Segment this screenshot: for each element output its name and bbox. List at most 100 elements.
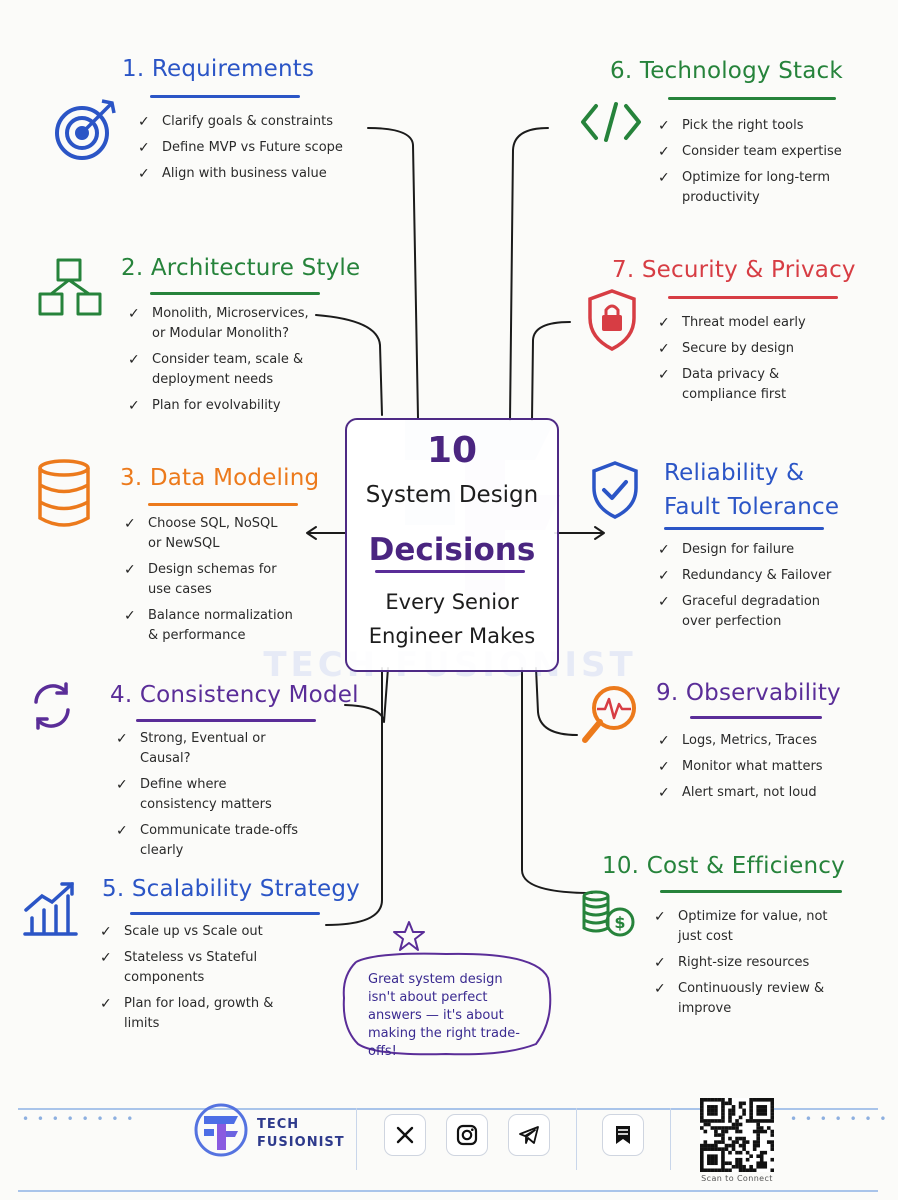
telegram-button[interactable]	[508, 1114, 550, 1156]
check-icon: ✓	[128, 398, 140, 414]
qr-module	[756, 1143, 760, 1148]
qr-module	[700, 1115, 704, 1120]
qr-module	[707, 1105, 711, 1109]
item-list: ✓Logs, Metrics, Traces ✓Monitor what mat…	[658, 731, 848, 809]
section-title-line1: Reliability &	[664, 460, 805, 486]
qr-module	[717, 1098, 722, 1102]
qr-module	[707, 1122, 711, 1127]
list-item: ✓Alert smart, not loud	[658, 785, 817, 801]
qr-module	[756, 1122, 760, 1127]
qr-module	[738, 1161, 743, 1166]
x-icon	[396, 1126, 414, 1144]
qr-module	[707, 1161, 711, 1166]
qr-module	[731, 1105, 736, 1109]
list-item: ✓Consider team, scale & deployment needs	[128, 352, 304, 387]
svg-text:$: $	[614, 913, 625, 932]
magnifier-pulse-icon	[582, 686, 636, 743]
qr-module	[735, 1150, 739, 1155]
section-title: 2. Architecture Style	[121, 255, 361, 281]
qr-module	[714, 1168, 718, 1172]
center-subtitle-line2: Engineer Makes	[368, 624, 536, 648]
qr-module	[759, 1112, 764, 1116]
qr-module	[749, 1164, 753, 1169]
qr-module	[707, 1157, 711, 1162]
qr-module	[703, 1168, 708, 1172]
cubes-icon	[38, 258, 102, 316]
qr-module	[721, 1140, 725, 1144]
qr-module	[759, 1108, 764, 1113]
check-icon: ✓	[658, 170, 670, 186]
qr-module	[728, 1115, 732, 1120]
qr-module	[714, 1098, 718, 1102]
qr-module	[731, 1164, 736, 1169]
qr-module	[742, 1147, 746, 1151]
qr-module	[770, 1168, 774, 1172]
qr-module	[770, 1143, 774, 1148]
check-icon: ✓	[658, 759, 670, 775]
section-title: 9. Observability	[656, 680, 841, 706]
section-title: 6. Technology Stack	[610, 58, 843, 84]
check-icon: ✓	[128, 306, 140, 322]
qr-module	[742, 1101, 746, 1106]
check-icon: ✓	[138, 166, 150, 182]
qr-module	[766, 1126, 771, 1130]
qr-module	[700, 1143, 704, 1148]
qr-module	[735, 1119, 739, 1123]
tech-fusionist-logo	[194, 1103, 248, 1157]
telegram-icon	[519, 1126, 539, 1144]
qr-module	[763, 1150, 768, 1155]
qr-module	[728, 1136, 732, 1141]
list-item: ✓Optimize for value, not just cost	[654, 909, 828, 944]
qr-module	[763, 1119, 768, 1123]
qr-module	[738, 1115, 743, 1120]
qr-module	[731, 1126, 736, 1130]
qr-module	[707, 1108, 711, 1113]
instagram-button[interactable]	[446, 1114, 488, 1156]
qr-module	[738, 1105, 743, 1109]
qr-code[interactable]	[700, 1098, 774, 1172]
qr-module	[710, 1108, 715, 1113]
list-item: ✓Communicate trade-offs clearly	[116, 823, 299, 858]
check-icon: ✓	[138, 140, 150, 156]
check-icon: ✓	[100, 924, 112, 940]
qr-module	[721, 1115, 725, 1120]
qr-module	[721, 1112, 725, 1116]
list-item: ✓Choose SQL, NoSQL or NewSQL	[124, 516, 278, 551]
qr-module	[700, 1154, 704, 1158]
list-item: ✓Design for failure	[658, 542, 795, 558]
bookmark-button[interactable]	[602, 1114, 644, 1156]
connector-requirements	[367, 127, 419, 419]
qr-module	[703, 1122, 708, 1127]
qr-module	[749, 1119, 753, 1123]
check-icon: ✓	[658, 568, 670, 584]
item-list: ✓Threat model early ✓Secure by design ✓D…	[658, 313, 826, 411]
footer-divider-top	[18, 1108, 878, 1110]
qr-module	[717, 1133, 722, 1137]
qr-module	[735, 1126, 739, 1130]
check-icon: ✓	[116, 777, 128, 793]
qr-module	[770, 1157, 774, 1162]
connector-observability	[535, 667, 578, 736]
qr-module	[721, 1098, 725, 1102]
check-icon: ✓	[658, 315, 670, 331]
check-icon: ✓	[658, 594, 670, 610]
bookmark-icon	[616, 1126, 630, 1144]
qr-module	[752, 1140, 757, 1144]
item-list: ✓Scale up vs Scale out ✓Stateless vs Sta…	[100, 922, 276, 1040]
qr-module	[714, 1129, 718, 1134]
qr-module	[756, 1105, 760, 1109]
qr-module	[742, 1112, 746, 1116]
qr-module	[770, 1119, 774, 1123]
qr-module	[707, 1098, 711, 1102]
qr-module	[707, 1168, 711, 1172]
qr-module	[770, 1147, 774, 1151]
qr-module	[707, 1112, 711, 1116]
x-button[interactable]	[384, 1114, 426, 1156]
qr-module	[721, 1150, 725, 1155]
qr-module	[759, 1164, 764, 1169]
list-item: ✓Plan for load, growth & limits	[100, 996, 274, 1031]
qr-module	[710, 1147, 715, 1151]
qr-module	[756, 1098, 760, 1102]
section-title: 3. Data Modeling	[120, 465, 320, 491]
item-list: ✓Design for failure ✓Redundancy & Failov…	[658, 540, 848, 638]
